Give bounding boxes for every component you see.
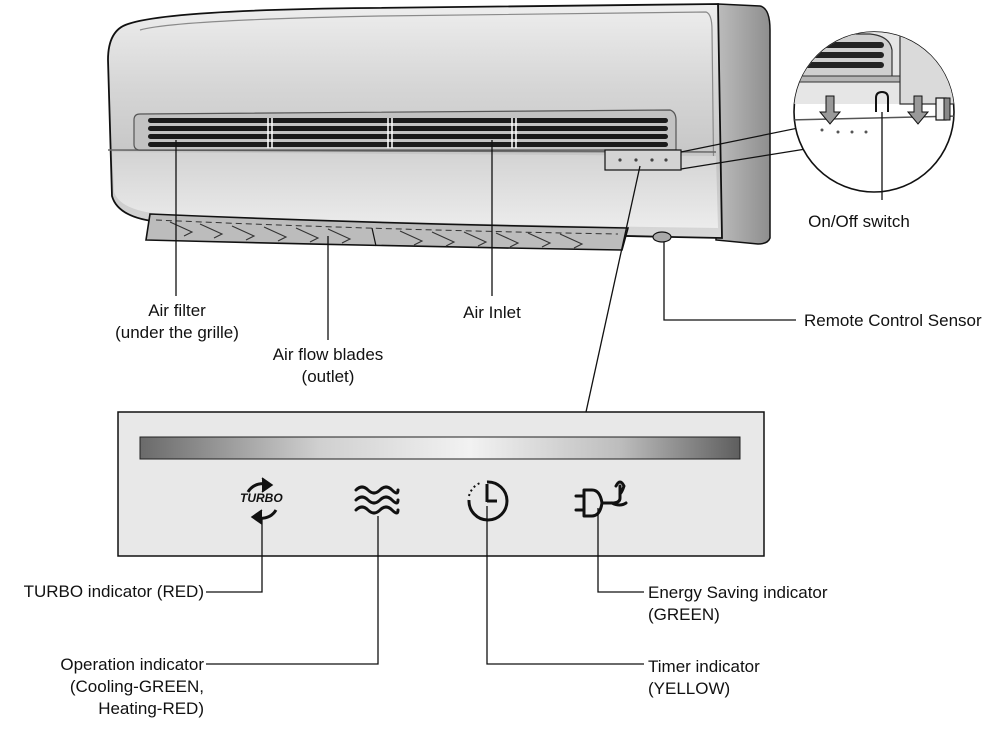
indicator-panel (117, 411, 765, 557)
label-timer-indicator: Timer indicator (YELLOW) (648, 656, 760, 700)
label-energy-indicator-line2: (GREEN) (648, 605, 720, 624)
label-operation-indicator-line2: (Cooling-GREEN, (69, 677, 204, 696)
label-timer-indicator-line1: Timer indicator (648, 657, 760, 676)
label-air-filter-line2: (under the grille) (115, 323, 239, 342)
display-window (604, 149, 682, 171)
label-air-flow-blades-line1: Air flow blades (272, 345, 384, 364)
label-air-filter: Air filter (under the grille) (92, 300, 262, 344)
turbo-icon (246, 477, 278, 525)
label-operation-indicator-line1: Operation indicator (60, 655, 204, 674)
label-air-inlet: Air Inlet (463, 303, 521, 322)
energy-saving-icon (574, 480, 628, 518)
label-operation-indicator-line3: Heating-RED) (98, 699, 204, 718)
air-inlet-grille (133, 109, 677, 151)
label-energy-indicator: Energy Saving indicator (GREEN) (648, 582, 828, 626)
leader-lines-top (175, 140, 796, 413)
display-mini-icons (618, 158, 668, 162)
label-air-flow-blades: Air flow blades (outlet) (243, 344, 413, 388)
remote-sensor-lens (652, 231, 672, 243)
operation-icon (354, 485, 400, 515)
label-air-filter-line1: Air filter (148, 301, 206, 320)
label-remote-sensor: Remote Control Sensor (804, 311, 982, 330)
label-turbo-indicator: TURBO indicator (RED) (23, 582, 204, 601)
ac-unit (107, 3, 771, 251)
label-energy-indicator-line1: Energy Saving indicator (648, 583, 828, 602)
leader-lines-bottom (206, 506, 644, 665)
timer-icon (467, 480, 509, 522)
label-operation-indicator: Operation indicator (Cooling-GREEN, Heat… (0, 654, 204, 720)
label-timer-indicator-line2: (YELLOW) (648, 679, 731, 698)
label-air-flow-blades-line2: (outlet) (301, 367, 355, 386)
label-on-off-switch: On/Off switch (808, 212, 910, 231)
turbo-icon-text: TURBO (240, 491, 283, 505)
